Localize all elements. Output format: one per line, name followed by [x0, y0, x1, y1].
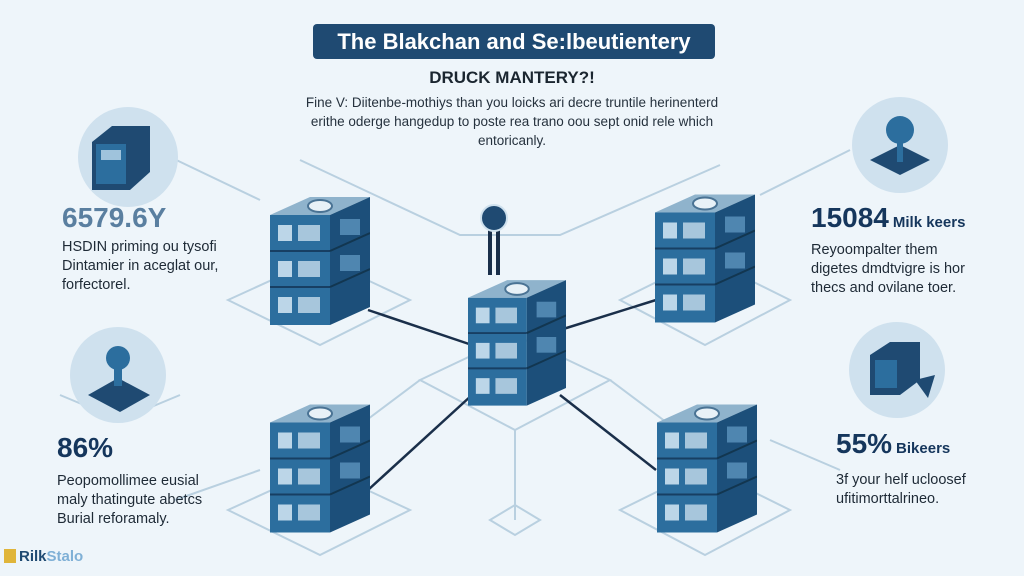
- stat-desc-line: Peopomollimee eusial: [57, 473, 199, 489]
- bulb-icon: [106, 346, 130, 370]
- icon-circle-bottom-left: [70, 327, 166, 423]
- intro-line: entoricanly.: [477, 133, 547, 148]
- server-stack-top-right: [655, 193, 755, 324]
- icon-circle-bottom-right: [849, 322, 945, 418]
- stat-desc-line: HSDIN priming ou tysofi: [62, 239, 217, 255]
- intro-text: Fine V: Diitenbe-mothiys than you loicks…: [262, 93, 762, 150]
- connection-lines: [367, 298, 657, 491]
- stat-unit: Bikeers: [896, 440, 951, 457]
- subtitle: DRUCK MANTERY?!: [429, 68, 595, 87]
- icon-circle-top-left: [78, 107, 178, 207]
- server-stack-center: [468, 279, 566, 407]
- stat-desc-line: Burial reforamaly.: [57, 511, 170, 527]
- icon-circle-top-right: [852, 97, 948, 193]
- stat-block-top-left: 6579.6Y HSDIN priming ou tysofi Dintamie…: [62, 202, 218, 295]
- stat-desc-line: thecs and ovilane toer.: [811, 280, 957, 296]
- server-stack-top-left: [270, 196, 370, 325]
- stat-value: 55%: [836, 428, 893, 459]
- server-stack-bottom-left: [270, 403, 370, 534]
- stat-desc-line: ufitimorttalrineo.: [836, 491, 940, 507]
- stat-desc-line: digetes dmdtvigre is hor: [811, 261, 965, 277]
- stat-block-bottom-left: 86% Peopomollimee eusial maly thatingute…: [57, 432, 202, 529]
- stat-block-bottom-right: 55%Bikeers 3f your helf ucloosef ufitimo…: [836, 428, 966, 509]
- stat-value: 15084: [811, 202, 889, 233]
- page-title: The Blakchan and Se:lbeutientery: [313, 24, 715, 59]
- logo-mark-icon: [4, 549, 16, 563]
- stat-value: 86%: [57, 432, 114, 463]
- globe-icon: [886, 116, 914, 144]
- stat-desc-line: maly thatingute abetcs: [57, 492, 203, 508]
- stat-value: 6579.6Y: [62, 202, 167, 233]
- stat-desc-line: Dintamier in aceglat our,: [62, 258, 219, 274]
- logo-text-secondary: Stalo: [46, 548, 84, 565]
- server-stack-bottom-right: [657, 403, 757, 534]
- stat-unit: Milk keers: [892, 214, 966, 231]
- intro-line: Fine V: Diitenbe-mothiys than you loicks…: [305, 95, 719, 110]
- intro-line: erithe oderge hangedup to poste rea tran…: [310, 114, 714, 129]
- brand-logo: RilkStalo: [4, 548, 83, 565]
- central-server-antenna: [480, 204, 508, 275]
- stat-desc-line: forfectorel.: [62, 277, 131, 293]
- stat-desc-line: Reyoompalter them: [811, 242, 938, 258]
- logo-text: Rilk: [19, 548, 47, 565]
- stat-desc-line: 3f your helf ucloosef: [836, 472, 966, 488]
